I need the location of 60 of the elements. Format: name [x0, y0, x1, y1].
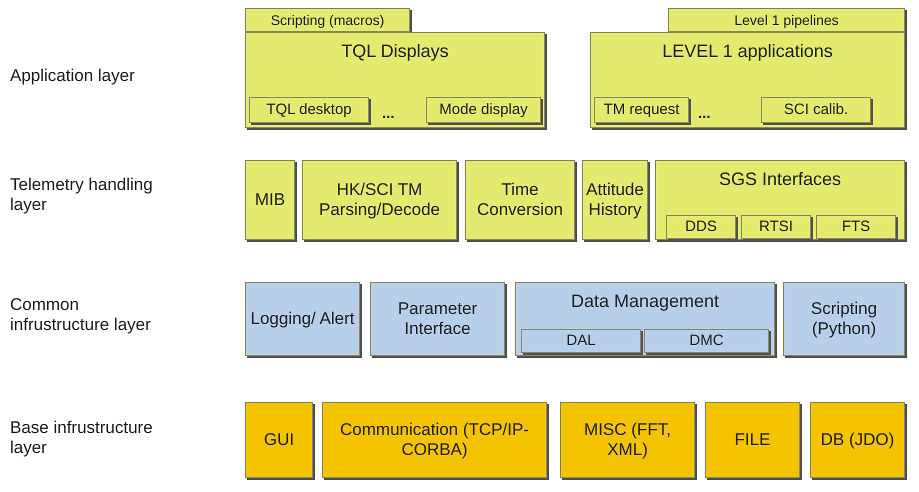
layer-label: Application layer — [10, 66, 136, 86]
tab-box — [245, 8, 410, 32]
layer-label: Telemetry handling layer — [10, 175, 154, 216]
box-label: TM request — [602, 101, 680, 119]
box-label: FTS — [840, 218, 872, 236]
box-label: FILE — [734, 430, 772, 450]
box-label: Attitude History — [585, 180, 645, 220]
box-label: DB (JDO) — [820, 430, 896, 450]
box-label: SCI calib. — [782, 101, 850, 119]
module-box — [590, 32, 905, 128]
module-box — [245, 160, 295, 240]
ellipsis: ... — [382, 105, 395, 123]
module-box — [560, 402, 695, 478]
module-box — [705, 402, 800, 478]
module-box — [245, 282, 360, 356]
box-label: DAL — [565, 332, 597, 350]
box-label: Logging/ Alert — [250, 308, 356, 330]
submodule-box — [644, 329, 769, 353]
box-label: Parameter Interface — [396, 298, 478, 340]
module-box — [810, 402, 905, 478]
box-label: RTSI — [758, 218, 794, 236]
box-label: DMC — [688, 332, 725, 350]
submodule-box — [249, 97, 369, 123]
box-label: Mode display — [438, 101, 529, 119]
box-label: SGS Interfaces — [718, 169, 842, 191]
submodule-box — [666, 215, 736, 239]
module-box — [515, 282, 775, 356]
module-box — [465, 160, 575, 240]
module-box — [322, 402, 547, 478]
submodule-box — [761, 97, 871, 123]
box-label: DDS — [684, 218, 718, 236]
box-label: Communication (TCP/IP-CORBA) — [339, 420, 530, 460]
module-box — [582, 160, 648, 240]
ellipsis: ... — [698, 105, 711, 123]
box-label: Data Management — [570, 291, 720, 313]
box-label: Level 1 pipelines — [733, 12, 840, 28]
box-label: LEVEL 1 applications — [661, 41, 834, 63]
box-label: MISC (FFT, XML) — [583, 420, 672, 460]
submodule-box — [741, 215, 811, 239]
submodule-box — [521, 329, 641, 353]
tab-box — [668, 8, 905, 32]
submodule-box — [594, 97, 689, 123]
layer-label: Common infrustructure layer — [10, 295, 152, 336]
box-label: HK/SCI TM Parsing/Decode — [318, 180, 441, 220]
box-label: MIB — [254, 190, 286, 210]
box-label: TQL desktop — [265, 101, 353, 119]
box-label: TQL Displays — [340, 41, 450, 63]
layer-label: Base infrustructure layer — [10, 418, 154, 459]
box-label: GUI — [262, 430, 296, 450]
box-label: Time Conversion — [476, 180, 564, 220]
module-box — [245, 402, 313, 478]
module-box — [245, 32, 545, 128]
box-label: Scripting (Python) — [810, 298, 878, 340]
module-box — [783, 282, 905, 356]
module-box — [655, 160, 905, 240]
submodule-box — [816, 215, 896, 239]
module-box — [302, 160, 457, 240]
submodule-box — [426, 97, 541, 123]
module-box — [370, 282, 505, 356]
box-label: Scripting (macros) — [270, 12, 386, 28]
